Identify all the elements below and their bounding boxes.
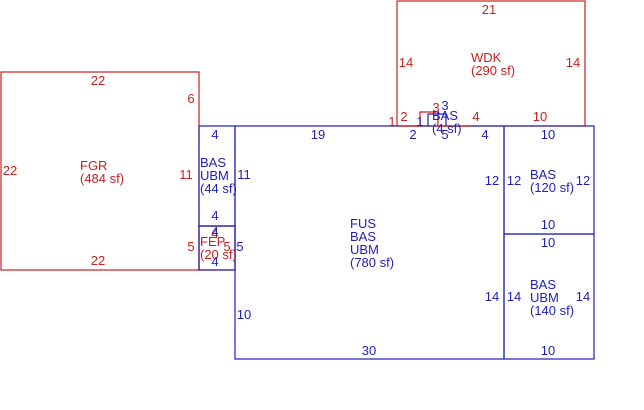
area-label-line: WDK [471, 50, 502, 65]
area-label-line: (20 sf) [200, 247, 237, 262]
dimension-fgr-top: 22 [91, 73, 105, 88]
dimension-b140-right: 14 [576, 289, 590, 304]
area-label-line: (44 sf) [200, 181, 237, 196]
dimension-wdk-top: 21 [482, 2, 496, 17]
sketch-outlines [0, 0, 595, 360]
area-label-line: FUS [350, 216, 376, 231]
dimension-wdk-step-1: 1 [388, 114, 395, 129]
area-label-line: FGR [80, 158, 107, 173]
area-label-bas-120: BAS(120 sf) [530, 167, 574, 195]
dimension-fgr-right-11: 11 [179, 167, 193, 182]
area-label-wdk: WDK(290 sf) [471, 50, 515, 78]
dimension-fgr-bottom: 22 [91, 253, 105, 268]
tiny-bas-step [397, 111, 470, 127]
dimension-wdk-step-3: 3 [432, 100, 439, 115]
dimension-main-top-4: 4 [481, 127, 488, 142]
dimension-main-top-2: 2 [409, 127, 416, 142]
dimension-wdk-right: 14 [566, 55, 580, 70]
dimension-fgr-right-5: 5 [187, 239, 194, 254]
dimension-tiny-1: 1 [416, 114, 423, 129]
dimension-main-right-14: 14 [485, 289, 499, 304]
dimension-wdk-left: 14 [399, 55, 413, 70]
dimension-wdk-bottom-4: 4 [472, 109, 479, 124]
area-label-line: BAS [200, 155, 226, 170]
dimension-fep-right-blue: 5 [236, 239, 243, 254]
dimension-main-top-5: 5 [441, 127, 448, 142]
area-label-line: (4 sf) [432, 121, 462, 136]
dimension-b140-bottom: 10 [541, 343, 555, 358]
dimension-fep-5: 5 [223, 239, 230, 254]
area-label-bas-tiny: BAS(4 sf) [432, 108, 462, 136]
dimension-fep-bottom-blue: 4 [211, 254, 218, 269]
dimension-fep-4: 4 [211, 226, 218, 241]
dimension-b120-top: 10 [541, 127, 555, 142]
dimension-bas-small-right: 11 [237, 167, 251, 182]
area-label-line: (120 sf) [530, 180, 574, 195]
dimension-wdk-step-2: 2 [400, 109, 407, 124]
dimension-main-bottom: 30 [362, 343, 376, 358]
area-label-fgr: FGR(484 sf) [80, 158, 124, 186]
dimension-bas-small-bottom: 4 [211, 208, 218, 223]
area-label-line: BAS [530, 167, 556, 182]
dimension-wdk-bottom-10: 10 [533, 109, 547, 124]
area-label-line: BAS [432, 108, 458, 123]
area-label-line: (140 sf) [530, 303, 574, 318]
area-label-line: UBM [530, 290, 559, 305]
dimension-b120-bottom: 10 [541, 217, 555, 232]
dimension-tiny-3: 3 [441, 98, 448, 113]
dimension-b120-left: 12 [507, 173, 521, 188]
area-label-line: BAS [530, 277, 556, 292]
dimension-main-left: 10 [237, 307, 251, 322]
bas-140-outline [503, 233, 595, 360]
dimension-main-top: 19 [311, 127, 325, 142]
area-label-fep: FEP(20 sf) [200, 234, 237, 262]
area-label-line: UBM [200, 168, 229, 183]
area-label-line: (780 sf) [350, 255, 394, 270]
area-label-line: BAS [350, 229, 376, 244]
dimension-fep-top-blue: 4 [211, 224, 218, 239]
area-label-line: FEP [200, 234, 225, 249]
area-label-line: UBM [350, 242, 379, 257]
dimension-b120-right: 12 [576, 173, 590, 188]
area-label-line: (290 sf) [471, 63, 515, 78]
dimension-b140-left: 14 [507, 289, 521, 304]
tiny-bas-notch [427, 113, 447, 126]
area-label-line: (484 sf) [80, 171, 124, 186]
dimension-main-right-12: 12 [485, 173, 499, 188]
dimension-fgr-right-6: 6 [187, 91, 194, 106]
dimension-b140-top: 10 [541, 235, 555, 250]
dimension-fgr-left: 22 [3, 163, 17, 178]
dimension-bas-small-top: 4 [211, 127, 218, 142]
